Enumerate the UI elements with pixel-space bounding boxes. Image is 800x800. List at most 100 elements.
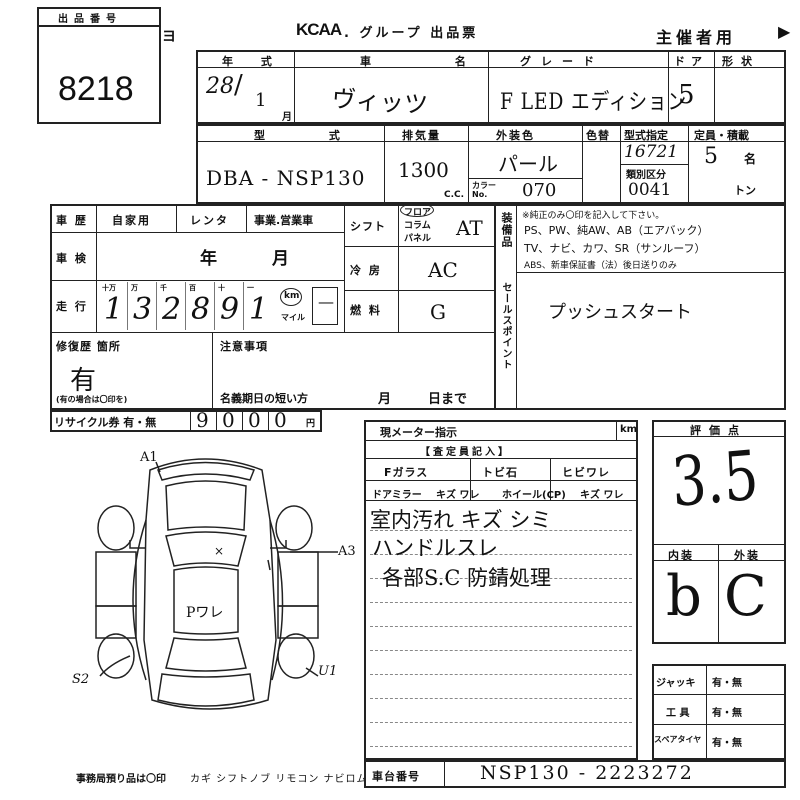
type-cert-label: 型式指定 bbox=[624, 129, 668, 142]
chassis-div bbox=[444, 760, 445, 788]
inspection-rule-8 bbox=[370, 722, 632, 723]
hist-opt-div2 bbox=[246, 204, 247, 232]
hist-line1 bbox=[50, 232, 344, 233]
mirror-label: ドアミラー bbox=[372, 490, 422, 501]
fuel-value: G bbox=[430, 300, 446, 324]
mech-mid-line bbox=[398, 204, 399, 332]
month-unit: 月 bbox=[282, 112, 292, 123]
digit-divider-1 bbox=[127, 282, 128, 330]
inspection-rule-7 bbox=[370, 698, 632, 699]
door-value: 5 bbox=[678, 80, 695, 110]
fuel-label: 燃 料 bbox=[350, 304, 382, 317]
mileage-digit-2: 2 bbox=[162, 292, 182, 327]
mech-line2 bbox=[344, 290, 496, 291]
fglass-opt1: トビ石 bbox=[482, 466, 518, 479]
ac-value: AC bbox=[428, 258, 458, 282]
row2-class-line bbox=[620, 164, 688, 165]
lot-divider bbox=[37, 25, 161, 27]
mile-label: マイル bbox=[281, 313, 305, 322]
score-mid-line bbox=[652, 544, 786, 545]
comment-1: 室内汚れ キズ シミ bbox=[370, 508, 552, 532]
recycle-divider-0 bbox=[190, 410, 191, 432]
insp-line2 bbox=[364, 458, 638, 459]
spare-label: スペアタイヤ bbox=[654, 735, 702, 744]
recycle-divider-1 bbox=[216, 410, 217, 432]
class-label: 類別区分 bbox=[626, 170, 666, 181]
spare-opt: 有・無 bbox=[712, 738, 742, 749]
shape-label: 形状 bbox=[722, 55, 760, 68]
right-side-line bbox=[269, 519, 284, 681]
inspection-rule-3 bbox=[370, 602, 632, 603]
roof-note: Pワレ bbox=[186, 605, 224, 621]
wheel-rear-left bbox=[97, 633, 135, 679]
equip-line bbox=[516, 272, 786, 273]
digit-unit-4: 十 bbox=[218, 284, 225, 292]
mileage-digit-5: 1 bbox=[249, 292, 269, 327]
inspection-rule-1 bbox=[370, 554, 632, 555]
insp-year-unit: 年 bbox=[200, 249, 217, 269]
jack-opt: 有・無 bbox=[712, 678, 742, 689]
organizer-label: 主催者用 bbox=[656, 28, 737, 47]
inspection-rule-9 bbox=[370, 746, 632, 747]
digit-unit-2: 千 bbox=[160, 284, 167, 292]
hist-label-col bbox=[96, 204, 97, 332]
score-label: 評価点 bbox=[690, 424, 747, 437]
year-slash: / bbox=[234, 70, 243, 100]
inspection-rule-4 bbox=[370, 626, 632, 627]
model-label: 型 式 bbox=[254, 129, 370, 142]
expiry-label: 名義期日の短い方 bbox=[220, 392, 308, 405]
type-cert-value: 16721 bbox=[624, 142, 679, 162]
front-bumper bbox=[157, 461, 255, 481]
ton-unit: トン bbox=[734, 184, 756, 197]
row1-frame bbox=[196, 50, 786, 124]
office-items: カギ シフトノブ リモコン ナビロム bbox=[190, 774, 368, 785]
wheel-front-right bbox=[275, 505, 313, 551]
history-label: 車 歴 bbox=[56, 214, 88, 227]
history-opt2: レンタ bbox=[190, 214, 229, 227]
chassis-value: NSP130 - 2223272 bbox=[480, 762, 694, 784]
mark-s2: S2 bbox=[72, 672, 90, 687]
meter-km-unit: km bbox=[620, 424, 638, 435]
equipment-line2: TV、ナビ、カワ、SR（サンルーフ） bbox=[524, 242, 706, 255]
model-value: DBA - NSP130 bbox=[206, 166, 366, 190]
equip-inner-line bbox=[516, 204, 517, 410]
hist-right-line bbox=[344, 204, 345, 332]
score-col-div bbox=[718, 544, 719, 644]
wheel-opts: キズ ワレ bbox=[580, 490, 624, 501]
insp-month-unit: 月 bbox=[272, 249, 289, 269]
month-value: 1 bbox=[255, 90, 267, 111]
recycle-divider-3 bbox=[268, 410, 269, 432]
tool-label: 工 具 bbox=[666, 708, 690, 719]
door-right-front bbox=[277, 551, 319, 607]
car-name-label: 車 名 bbox=[360, 55, 506, 68]
digit-divider-5 bbox=[243, 282, 244, 330]
displacement-label: 排気量 bbox=[402, 129, 441, 142]
row2-div2 bbox=[468, 124, 469, 204]
repair-label: 修復歴 箇所 bbox=[56, 340, 121, 353]
sales-point-label: セールスポイント bbox=[500, 282, 511, 370]
tool-opt: 有・無 bbox=[712, 708, 742, 719]
expiry-month-unit: 月 bbox=[378, 392, 394, 407]
hist-opt-div1 bbox=[176, 204, 177, 232]
shift-circle bbox=[400, 203, 434, 217]
lot-label: 出品番号 bbox=[58, 14, 122, 25]
wheel-front-left bbox=[97, 505, 135, 551]
history-opt1: 自家用 bbox=[112, 214, 151, 227]
shift-opt-1: コラム bbox=[404, 221, 431, 231]
rear-window bbox=[165, 637, 247, 672]
form-title: . グループ 出品票 bbox=[344, 26, 479, 41]
insp-line3 bbox=[364, 480, 638, 481]
door-left-front bbox=[95, 551, 137, 607]
repair-value: 有 bbox=[70, 366, 97, 396]
row2-color-line bbox=[468, 178, 582, 179]
equipment-line3: ABS、新車保証書（法）後日送りのみ bbox=[524, 261, 677, 271]
repair-div bbox=[212, 332, 213, 410]
row2-div1 bbox=[384, 124, 385, 204]
tools-line1 bbox=[652, 694, 786, 695]
score-sub-line bbox=[652, 560, 786, 561]
s2-pointer bbox=[99, 655, 131, 677]
mark-u1: U1 bbox=[318, 664, 338, 679]
lot-number: 8218 bbox=[58, 70, 134, 108]
u1-pointer bbox=[305, 667, 319, 677]
mark-a1: A1 bbox=[140, 450, 158, 465]
